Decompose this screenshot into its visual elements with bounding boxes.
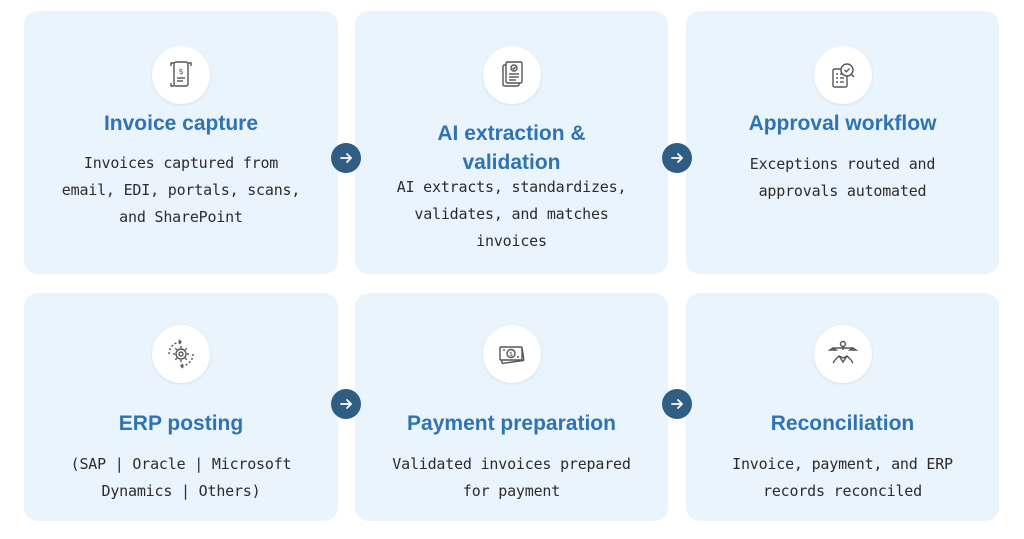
step-description: Exceptions routed and approvals automate… [706,151,979,205]
title-line: AI extraction & [437,122,586,145]
step-title: AI extraction & validation [355,119,668,177]
step-card-approval-workflow: Approval workflow Exceptions routed and … [686,11,999,274]
description-line: Exceptions routed and [749,155,936,173]
description-line: Validated invoices prepared [392,455,631,473]
arrow-right-icon [662,143,692,173]
money-bill-icon: $ [482,325,541,383]
step-title: Reconciliation [770,412,915,435]
arrow-right-icon [331,389,361,419]
description-line: email, EDI, portals, scans, [61,181,301,199]
step-title: Payment preparation [407,412,616,435]
arrow-right-icon [331,143,361,173]
svg-text:$: $ [509,351,513,358]
step-title: Invoice capture [103,112,259,135]
document-check-icon [482,46,541,104]
step-card-reconciliation: Reconciliation Invoice, payment, and ERP… [686,293,999,521]
step-description: Invoices captured from email, EDI, porta… [44,150,318,231]
gear-cycle-icon [152,325,210,383]
step-description: AI extracts, standardizes, validates, an… [375,174,648,255]
svg-text:$: $ [178,67,183,76]
step-title: ERP posting [118,412,244,435]
description-line: (SAP | Oracle | Microsoft [70,455,292,473]
step-card-erp-posting: ERP posting (SAP | Oracle | Microsoft Dy… [24,293,338,521]
handshake-reconcile-icon [813,325,872,383]
description-line: Dynamics | Others) [101,482,261,500]
approval-search-icon [813,46,872,104]
step-card-invoice-capture: $ Invoice capture Invoices captured from… [24,11,338,274]
description-line: Invoice, payment, and ERP [732,455,953,473]
description-line: invoices [476,232,547,250]
step-description: (SAP | Oracle | Microsoft Dynamics | Oth… [44,451,318,505]
invoice-phone-icon: $ [152,46,210,104]
title-line: validation [462,151,561,174]
description-line: for payment [462,482,561,500]
description-line: Invoices captured from [83,154,279,172]
description-line: AI extracts, standardizes, [396,178,627,196]
step-title: Approval workflow [748,112,937,135]
description-line: approvals automated [758,182,927,200]
description-line: records reconciled [763,482,922,500]
step-description: Invoice, payment, and ERP records reconc… [706,451,979,505]
step-card-ai-extraction: AI extraction & validation AI extracts, … [355,11,668,274]
description-line: and SharePoint [119,208,243,226]
arrow-right-icon [662,389,692,419]
description-line: validates, and matches [414,205,609,223]
step-description: Validated invoices prepared for payment [375,451,648,505]
step-card-payment-preparation: $ Payment preparation Validated invoices… [355,293,668,521]
